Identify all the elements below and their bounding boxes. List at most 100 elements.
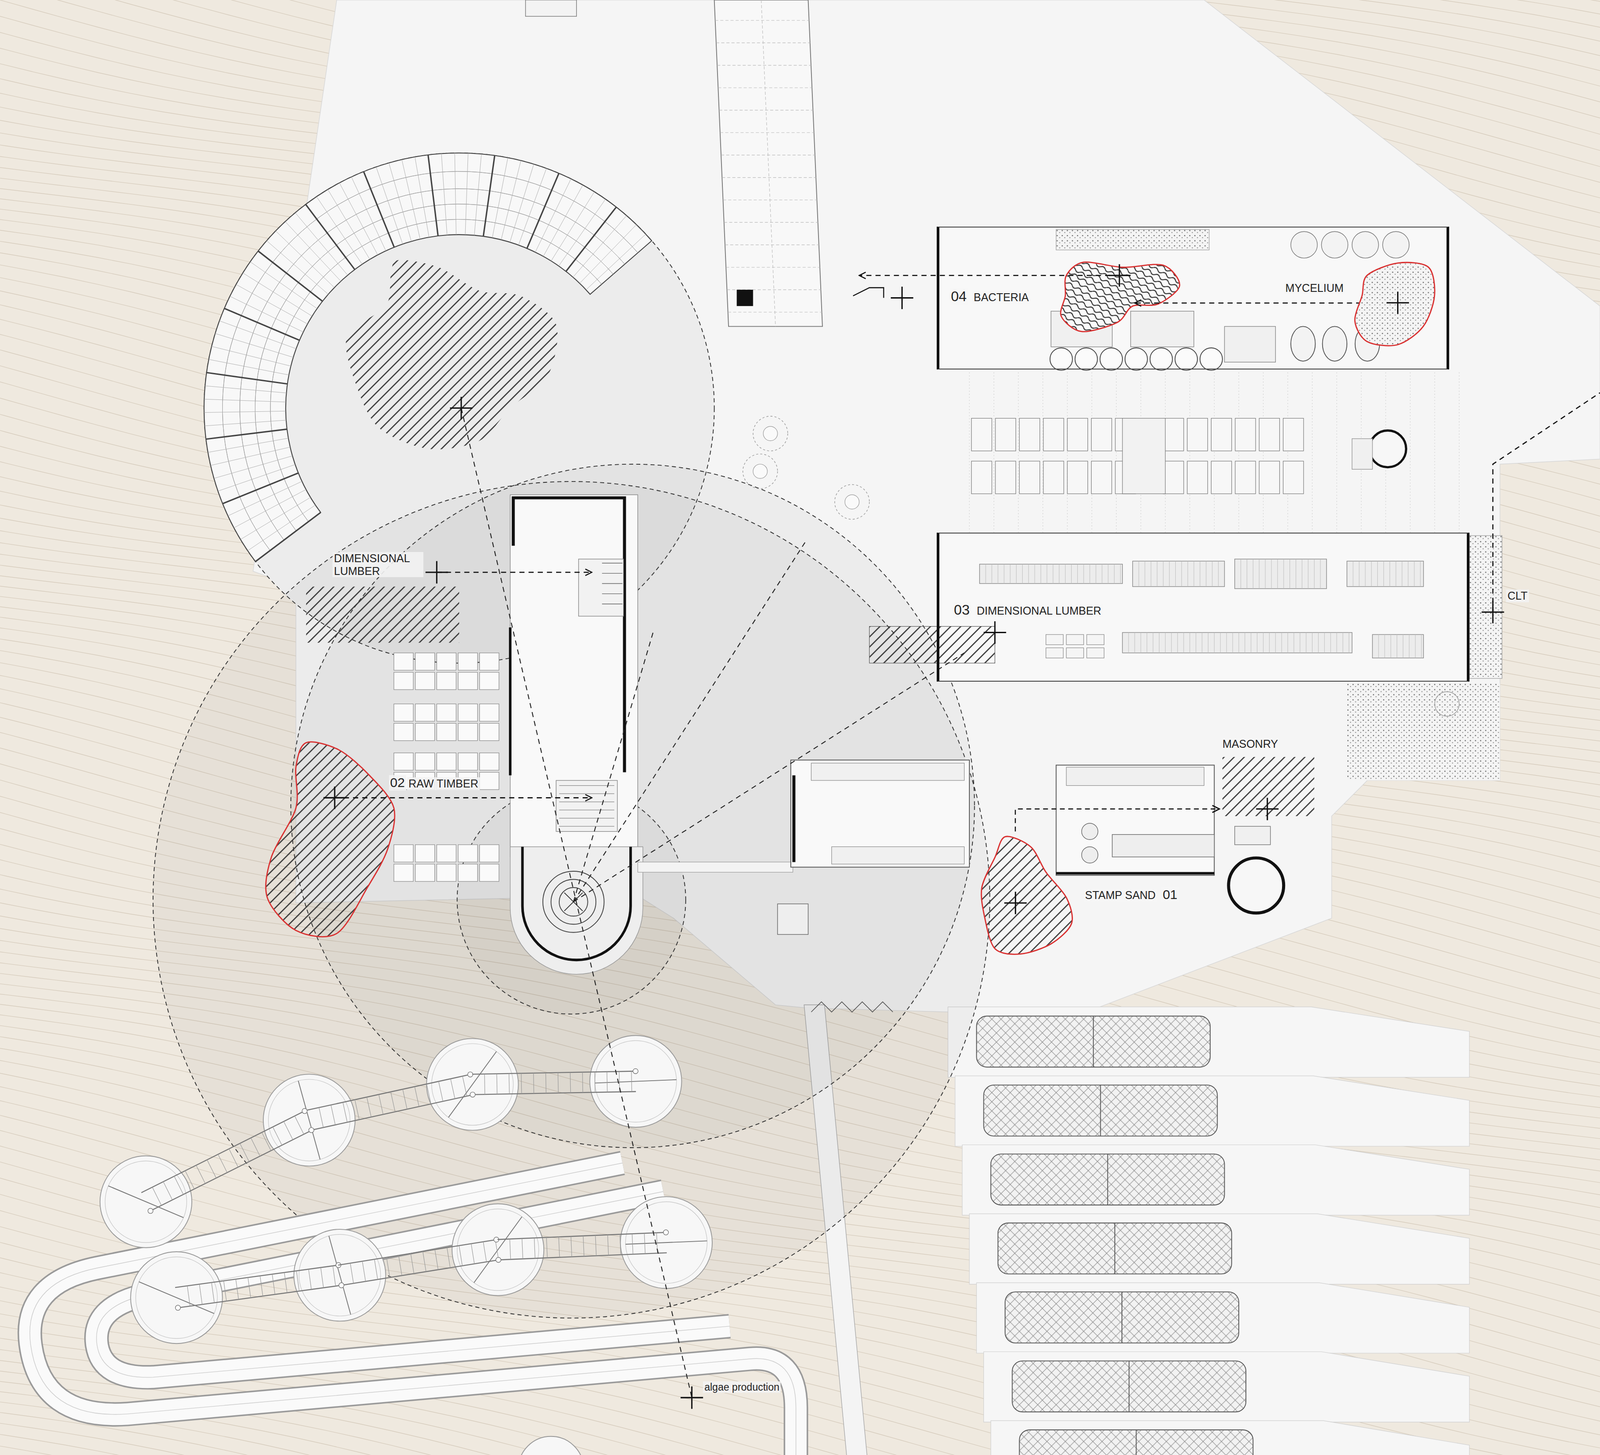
storage-box	[436, 723, 457, 741]
flow-connector	[1015, 809, 1220, 832]
ladder-rung	[320, 1267, 324, 1289]
table	[753, 416, 789, 452]
storage-box	[458, 653, 478, 671]
saw-line-slat	[1301, 559, 1303, 589]
flow-line	[573, 540, 807, 902]
equipment-line	[601, 563, 623, 564]
yard-mark	[1434, 691, 1460, 717]
ladder-rung	[355, 1099, 360, 1120]
equipment	[578, 559, 624, 617]
vat	[1290, 231, 1318, 258]
machine	[1081, 846, 1099, 864]
ladder-rung	[250, 1138, 261, 1157]
ladder-rung	[378, 1094, 384, 1115]
ladder-rung	[217, 1154, 228, 1173]
ladder-rung	[495, 1240, 499, 1261]
saw-line-slat	[1305, 632, 1307, 654]
saw-line-slat	[1401, 561, 1403, 587]
algae-tank	[589, 1035, 682, 1128]
greenhouse-divider	[1092, 1016, 1094, 1068]
area-label: DIMENSIONAL LUMBER	[332, 552, 424, 578]
saw-line-slat	[1320, 559, 1321, 589]
algae-tank	[100, 1156, 192, 1249]
ladder-rung	[522, 1238, 524, 1260]
silo	[1369, 430, 1406, 468]
vat	[1352, 231, 1379, 258]
saw-line	[979, 564, 1123, 584]
incubator	[1290, 326, 1316, 362]
canopy-rib	[316, 196, 363, 265]
grid-line	[1214, 372, 1215, 533]
greenhouse	[990, 1154, 1225, 1206]
canopy-rib	[565, 207, 617, 272]
saw-line-slat	[1052, 564, 1054, 584]
ladder-rung	[247, 1278, 251, 1299]
hatched-area	[869, 626, 995, 664]
stack	[1086, 634, 1104, 645]
algae-tank	[620, 1196, 713, 1289]
ladder-rung	[438, 1081, 443, 1102]
saw-line-slat	[1295, 559, 1297, 589]
ladder-rail	[498, 1252, 667, 1260]
ladder-rail	[311, 1094, 475, 1131]
rack	[1043, 418, 1064, 452]
bench	[1130, 311, 1194, 348]
saw-line-slat	[1342, 632, 1343, 654]
saw-line-slat	[1389, 561, 1391, 587]
saw-line	[1122, 632, 1353, 654]
saw-line-slat	[1420, 561, 1421, 587]
canopy-rib	[204, 411, 286, 413]
storage-box	[479, 772, 499, 790]
ladder-rung	[239, 1143, 250, 1162]
greenhouse	[1019, 1430, 1253, 1455]
saw-line-slat	[1183, 632, 1184, 654]
saw-line-slat	[1114, 564, 1115, 584]
storage-box	[479, 704, 499, 722]
crosshair	[436, 561, 438, 584]
ladder-rung	[362, 1261, 366, 1283]
canopy-rib	[206, 372, 288, 385]
saw-line-slat	[1205, 561, 1207, 587]
canopy-rib	[572, 215, 627, 278]
mycelium-blob	[1355, 262, 1436, 347]
canopy-rib	[483, 155, 495, 237]
raceway-center	[96, 1191, 730, 1378]
area-label: STAMP SAND	[1083, 889, 1157, 902]
wall	[792, 775, 796, 863]
ladder-rung	[462, 1076, 468, 1097]
storage-box	[415, 864, 435, 882]
ladder-post	[632, 1069, 639, 1075]
ladder-rung	[620, 1234, 621, 1255]
tank	[1075, 347, 1098, 371]
algae-tank-rim	[104, 1161, 187, 1243]
saw-line-slat	[1187, 561, 1189, 587]
algae-tank-rim	[268, 1079, 351, 1162]
ladder-rung	[308, 1269, 312, 1290]
ladder-rail	[472, 1071, 636, 1075]
saw-line-slat	[1207, 632, 1209, 654]
canopy-rib	[474, 153, 482, 236]
saw-line-slat	[1134, 632, 1135, 654]
flow-arrow	[334, 797, 592, 799]
rack	[995, 461, 1016, 494]
saw-line-slat	[1281, 632, 1283, 654]
storage-box	[415, 844, 435, 863]
saw-line-slat	[1022, 564, 1023, 584]
rack	[1211, 418, 1232, 452]
greenhouse	[976, 1016, 1211, 1068]
saw-line-slat	[1378, 634, 1379, 658]
area-label: MYCELIUM	[1284, 281, 1346, 295]
greenhouse-strip	[983, 1352, 1470, 1423]
storage-box	[458, 844, 478, 863]
rack	[1187, 461, 1208, 494]
canopy-rib	[465, 153, 468, 235]
equipment-line	[601, 603, 623, 605]
saw-line-slat	[1162, 561, 1164, 587]
canopy-rib	[242, 272, 313, 317]
saw-line-slat	[1396, 634, 1398, 658]
central-building	[510, 494, 638, 857]
ladder-post	[175, 1305, 181, 1311]
saw-line-slat	[1330, 632, 1331, 654]
saw-line-slat	[1252, 559, 1254, 589]
roller	[559, 801, 615, 803]
